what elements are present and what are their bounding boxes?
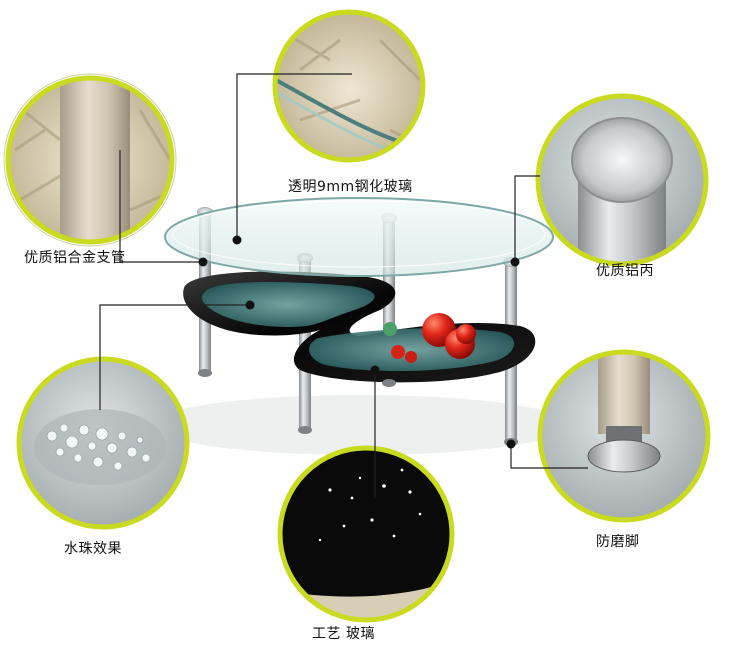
label-tempered-glass: 透明9mm钢化玻璃 — [288, 179, 413, 195]
label-aluminum-tube: 优质铝合金支管 — [24, 250, 126, 266]
label-craft-glass: 工艺 玻璃 — [312, 626, 375, 642]
leader-lines — [99, 73, 588, 498]
detail-circle-glass — [272, 9, 426, 163]
detail-circle-cap — [535, 93, 709, 267]
detail-circle-foot — [537, 349, 711, 523]
apple — [456, 324, 476, 344]
label-anti-wear-foot: 防磨脚 — [596, 534, 640, 550]
label-water-effect: 水珠效果 — [64, 541, 122, 557]
coffee-table-photo — [150, 197, 570, 455]
detail-circle-craft — [277, 445, 455, 623]
label-aluminum-cap: 优质铝丙 — [596, 263, 654, 279]
detail-circle-water — [16, 356, 190, 530]
top-tempered-glass — [164, 197, 554, 277]
detail-circle-tube — [3, 73, 177, 247]
